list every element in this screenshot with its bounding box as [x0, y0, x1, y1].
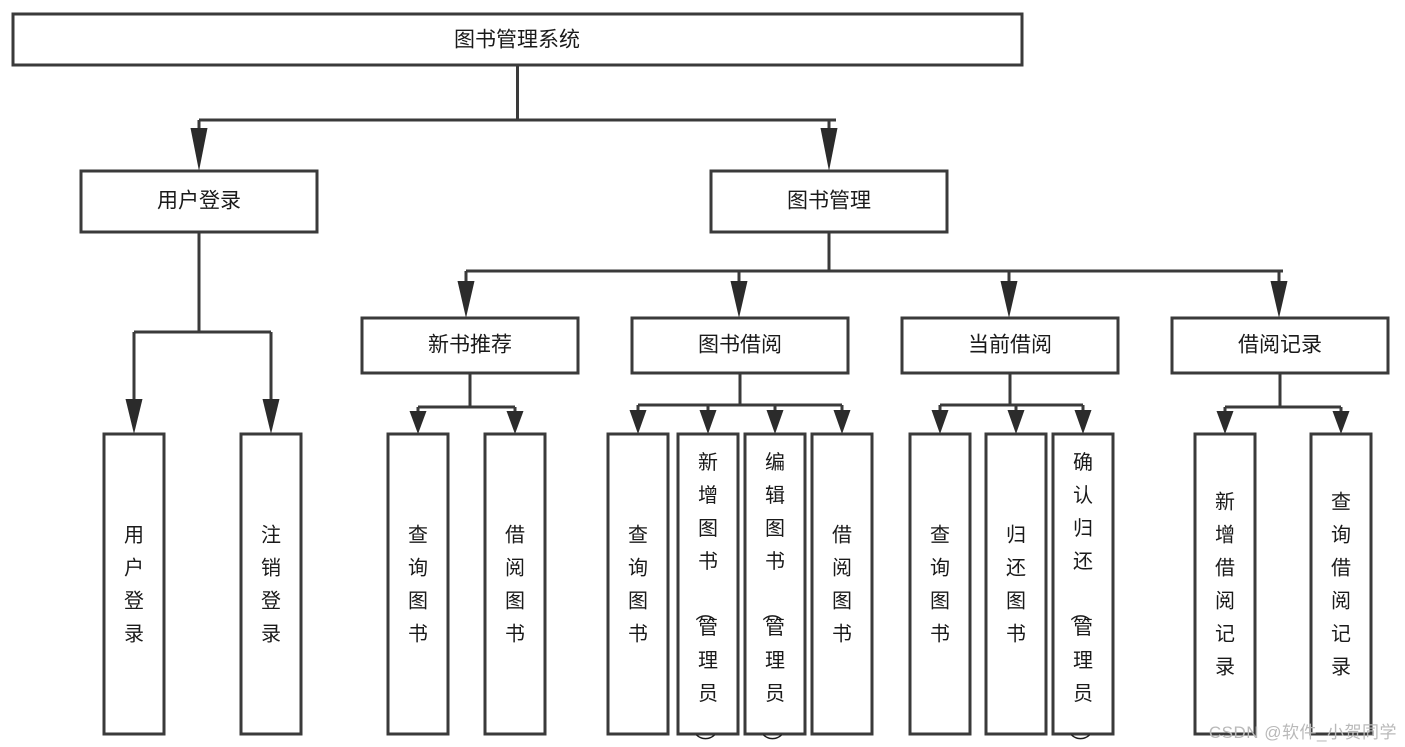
node-leaf-return-book-label: 归还图书	[1006, 524, 1026, 646]
node-leaf-borrow-book-1-label: 借阅图书	[505, 524, 525, 646]
arrowhead-new-book-recommend	[457, 281, 475, 318]
arrowhead-leaf-query-book-2	[629, 410, 647, 434]
arrowhead-borrow-record	[1270, 281, 1288, 318]
node-root-label: 图书管理系统	[454, 29, 580, 52]
node-leaf-query-book-3-box[interactable]	[908, 432, 972, 736]
node-leaf-edit-book-admin-label: 编辑图书（管理员）	[760, 451, 785, 747]
arrowhead-leaf-add-book-admin	[699, 410, 717, 434]
node-book-borrow-label: 图书借阅	[698, 334, 782, 357]
node-leaf-user-login-label: 用户登录	[124, 525, 144, 646]
arrowhead-leaf-logout-login	[262, 399, 280, 434]
arrowhead-book-manage	[820, 128, 838, 171]
arrowhead-leaf-add-borrow-record	[1216, 411, 1234, 434]
node-leaf-confirm-return-admin-label: 确认归还（管理员）	[1068, 451, 1093, 747]
connector-borrow-record-to-leaves	[1216, 373, 1350, 434]
node-user-login-label: 用户登录	[157, 190, 241, 213]
node-book-manage-label: 图书管理	[787, 190, 871, 213]
node-leaf-add-book-admin[interactable]: 新增图书（管理员）	[676, 432, 740, 747]
node-book-borrow-box[interactable]	[630, 316, 850, 375]
node-leaf-query-book-2-label: 查询图书	[628, 524, 648, 646]
node-leaf-query-book-3[interactable]: 查询图书	[908, 432, 972, 736]
arrowhead-user-login	[190, 128, 208, 171]
arrowhead-current-borrow	[1000, 281, 1018, 318]
node-leaf-borrow-book-1[interactable]: 借阅图书	[483, 432, 547, 736]
node-leaf-query-book-2-box[interactable]	[606, 432, 670, 736]
node-leaf-query-book-1-box[interactable]	[386, 432, 450, 736]
node-leaf-query-borrow-record-label: 查询借阅记录	[1331, 491, 1351, 679]
node-leaf-logout-login-box[interactable]	[239, 432, 303, 736]
node-leaf-add-borrow-record[interactable]: 新增借阅记录	[1193, 432, 1257, 736]
node-leaf-edit-book-admin-box[interactable]	[743, 432, 807, 736]
node-leaf-query-book-1[interactable]: 查询图书	[386, 432, 450, 736]
node-leaf-user-login-box[interactable]	[102, 432, 166, 736]
node-book-manage[interactable]: 图书管理	[709, 169, 949, 234]
node-leaf-logout-login-label: 注销登录	[261, 524, 281, 646]
node-user-login[interactable]: 用户登录	[79, 169, 319, 234]
node-leaf-query-book-2[interactable]: 查询图书	[606, 432, 670, 736]
node-leaf-borrow-book-2-box[interactable]	[810, 432, 874, 736]
node-new-book-recommend[interactable]: 新书推荐	[360, 316, 580, 375]
node-leaf-add-book-admin-label: 新增图书（管理员）	[693, 451, 718, 747]
node-borrow-record[interactable]: 借阅记录	[1170, 316, 1390, 375]
node-leaf-borrow-book-1-box[interactable]	[483, 432, 547, 736]
node-leaf-user-login[interactable]: 用户登录	[102, 432, 166, 736]
arrowhead-leaf-query-book-1	[409, 411, 427, 434]
connector-book-manage-to-level3	[457, 232, 1288, 318]
node-user-login-box[interactable]	[79, 169, 319, 234]
connector-new-book-recommend-to-leaves	[409, 373, 524, 434]
node-current-borrow[interactable]: 当前借阅	[900, 316, 1120, 375]
node-leaf-add-borrow-record-label: 新增借阅记录	[1215, 491, 1235, 679]
node-leaf-confirm-return-admin[interactable]: 确认归还（管理员）	[1051, 432, 1115, 747]
arrowhead-leaf-borrow-book-1	[506, 411, 524, 434]
node-borrow-record-label: 借阅记录	[1238, 334, 1322, 357]
node-new-book-recommend-box[interactable]	[360, 316, 580, 375]
node-borrow-record-box[interactable]	[1170, 316, 1390, 375]
csdn-watermark: CSDN @软件_小贺同学	[1208, 723, 1397, 742]
node-leaf-confirm-return-admin-box[interactable]	[1051, 432, 1115, 736]
arrowhead-leaf-query-borrow-record	[1332, 411, 1350, 434]
node-leaf-return-book-box[interactable]	[984, 432, 1048, 736]
arrowhead-leaf-return-book	[1007, 410, 1025, 434]
connector-book-borrow-to-leaves	[629, 373, 851, 434]
node-leaf-return-book[interactable]: 归还图书	[984, 432, 1048, 736]
arrowhead-book-borrow	[730, 281, 748, 318]
node-new-book-recommend-label: 新书推荐	[428, 334, 512, 357]
node-current-borrow-label: 当前借阅	[968, 334, 1052, 357]
connector-root-to-level2	[190, 65, 838, 171]
node-leaf-add-book-admin-box[interactable]	[676, 432, 740, 736]
node-book-manage-box[interactable]	[709, 169, 949, 234]
node-leaf-borrow-book-2-label: 借阅图书	[832, 524, 852, 646]
node-leaf-query-book-3-label: 查询图书	[930, 524, 950, 646]
node-book-borrow[interactable]: 图书借阅	[630, 316, 850, 375]
arrowhead-leaf-query-book-3	[931, 410, 949, 434]
connector-current-borrow-to-leaves	[931, 373, 1092, 434]
arrowhead-leaf-confirm-return-admin	[1074, 410, 1092, 434]
node-current-borrow-box[interactable]	[900, 316, 1120, 375]
node-leaf-query-book-1-label: 查询图书	[408, 524, 428, 646]
arrowhead-leaf-borrow-book-2	[833, 410, 851, 434]
node-leaf-logout-login[interactable]: 注销登录	[239, 432, 303, 736]
node-leaf-borrow-book-2[interactable]: 借阅图书	[810, 432, 874, 736]
connector-user-login-to-leaves	[125, 232, 280, 434]
leaf-node-layer: 用户登录 注销登录 查询图书 借阅图书 查询图书 新增图书（管理员） 编辑图书（管理员） 借阅…	[102, 432, 1373, 747]
node-root-box[interactable]	[11, 12, 1024, 67]
arrowhead-leaf-edit-book-admin	[766, 410, 784, 434]
node-leaf-edit-book-admin[interactable]: 编辑图书（管理员）	[743, 432, 807, 747]
node-leaf-query-borrow-record[interactable]: 查询借阅记录	[1309, 432, 1373, 736]
node-root[interactable]: 图书管理系统	[11, 12, 1024, 67]
node-leaf-add-borrow-record-box[interactable]	[1193, 432, 1257, 736]
arrowhead-leaf-user-login	[125, 399, 143, 434]
node-leaf-query-borrow-record-box[interactable]	[1309, 432, 1373, 736]
